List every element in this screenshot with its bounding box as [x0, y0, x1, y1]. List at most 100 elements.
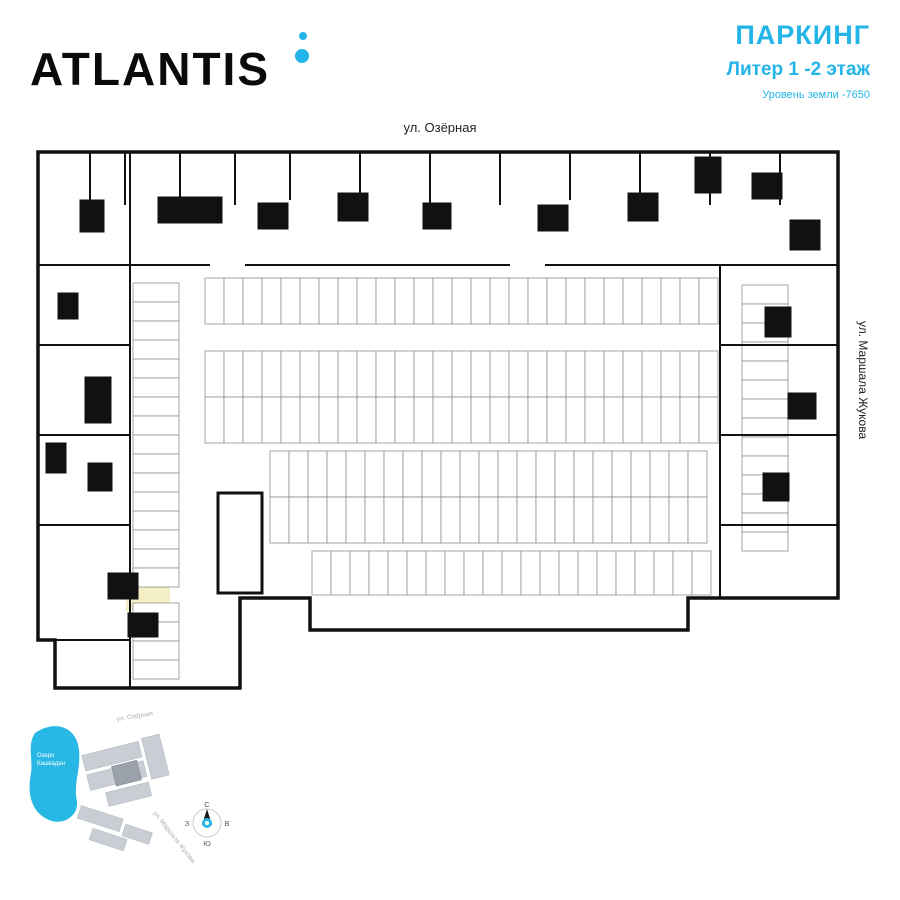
- minimap-building: [76, 805, 124, 832]
- parking-stall: [470, 277, 491, 325]
- parking-stall: [741, 284, 789, 305]
- parking-stall: [402, 450, 423, 498]
- stair-core: [127, 612, 159, 638]
- parking-stall: [387, 550, 408, 596]
- parking-stall: [546, 350, 567, 398]
- logo-dot-icon: [299, 32, 307, 40]
- parking-stall: [649, 496, 670, 544]
- parking-stall: [394, 277, 415, 325]
- parking-stall: [611, 450, 632, 498]
- parking-stall: [501, 550, 522, 596]
- plan-header: ПАРКИНГ Литер 1 -2 этаж Уровень земли -7…: [727, 20, 870, 101]
- parking-stall: [444, 550, 465, 596]
- parking-stall: [679, 277, 700, 325]
- parking-stall: [375, 277, 396, 325]
- parking-stall: [280, 396, 301, 444]
- parking-stall: [741, 398, 789, 419]
- compass-north-label: С: [204, 800, 210, 809]
- parking-stall: [132, 529, 180, 550]
- parking-stall: [565, 350, 586, 398]
- parking-stall: [622, 396, 643, 444]
- minimap-street-top: ул. Озёрная: [116, 710, 154, 723]
- parking-stall: [470, 350, 491, 398]
- floor-plan-drawing: [36, 150, 840, 690]
- parking-stall: [641, 396, 662, 444]
- parking-stall: [451, 396, 472, 444]
- parking-stall: [573, 450, 594, 498]
- street-label-right: ул. Маршала Жукова: [856, 320, 870, 440]
- parking-stall: [615, 550, 636, 596]
- parking-stall: [660, 396, 681, 444]
- parking-stall: [356, 350, 377, 398]
- parking-stall: [337, 350, 358, 398]
- stair-core: [762, 472, 790, 502]
- parking-stall: [508, 350, 529, 398]
- parking-stall: [596, 550, 617, 596]
- parking-stall: [592, 496, 613, 544]
- stair-core: [87, 462, 113, 492]
- parking-stall: [345, 450, 366, 498]
- parking-stall: [660, 350, 681, 398]
- parking-stall: [672, 550, 693, 596]
- parking-stall: [508, 277, 529, 325]
- stair-core: [422, 202, 452, 230]
- stair-core: [537, 204, 569, 232]
- parking-stall: [432, 396, 453, 444]
- parking-stall: [269, 496, 290, 544]
- floor-plan: [30, 145, 850, 715]
- parking-stall: [269, 450, 290, 498]
- minimap-drawing: Озеро Кашкадан ул. Озёрная ул. Маршала Ж…: [29, 710, 230, 865]
- parking-stall: [261, 277, 282, 325]
- parking-stall: [330, 550, 351, 596]
- parking-stall: [364, 450, 385, 498]
- minimap-building: [88, 827, 128, 852]
- stair-core: [787, 392, 817, 420]
- parking-stall: [489, 350, 510, 398]
- parking-stall: [280, 277, 301, 325]
- parking-stall: [242, 277, 263, 325]
- parking-stall: [584, 277, 605, 325]
- parking-stall: [698, 277, 719, 325]
- parking-stall: [299, 396, 320, 444]
- parking-stall: [470, 396, 491, 444]
- stair-core: [107, 572, 139, 600]
- parking-stall: [535, 450, 556, 498]
- minimap-buildings-south: [76, 805, 153, 852]
- parking-stall: [603, 277, 624, 325]
- parking-stall: [687, 450, 708, 498]
- parking-stall: [394, 350, 415, 398]
- parking-stall: [132, 472, 180, 493]
- page-title: ПАРКИНГ: [735, 20, 870, 50]
- parking-stall: [482, 550, 503, 596]
- parking-stall: [508, 396, 529, 444]
- minimap-building-highlighted: [111, 759, 142, 787]
- parking-stall: [132, 415, 180, 436]
- parking-stall: [132, 320, 180, 341]
- parking-stall: [132, 282, 180, 303]
- brand-logo: ATLANTIS: [30, 43, 271, 95]
- compass-east-label: В: [224, 819, 229, 828]
- parking-stall: [204, 277, 225, 325]
- parking-stall: [497, 496, 518, 544]
- parking-stall: [132, 659, 180, 680]
- parking-stall: [741, 455, 789, 476]
- parking-stall: [459, 496, 480, 544]
- parking-stall: [132, 567, 180, 588]
- lake-shape: [29, 726, 80, 822]
- parking-stall: [497, 450, 518, 498]
- parking-stall: [622, 350, 643, 398]
- parking-stall: [261, 396, 282, 444]
- parking-stall: [603, 396, 624, 444]
- compass-center-hole: [205, 821, 209, 825]
- parking-stall: [527, 396, 548, 444]
- parking-stall: [261, 350, 282, 398]
- parking-stall: [375, 396, 396, 444]
- parking-stall: [425, 550, 446, 596]
- minimap-street-left: ул. Маршала Жукова: [151, 810, 196, 865]
- site-minimap: Озеро Кашкадан ул. Озёрная ул. Маршала Ж…: [25, 705, 255, 875]
- parking-stall: [326, 496, 347, 544]
- parking-stall: [520, 550, 541, 596]
- parking-stall: [132, 491, 180, 512]
- parking-stall: [463, 550, 484, 596]
- parking-stall: [489, 396, 510, 444]
